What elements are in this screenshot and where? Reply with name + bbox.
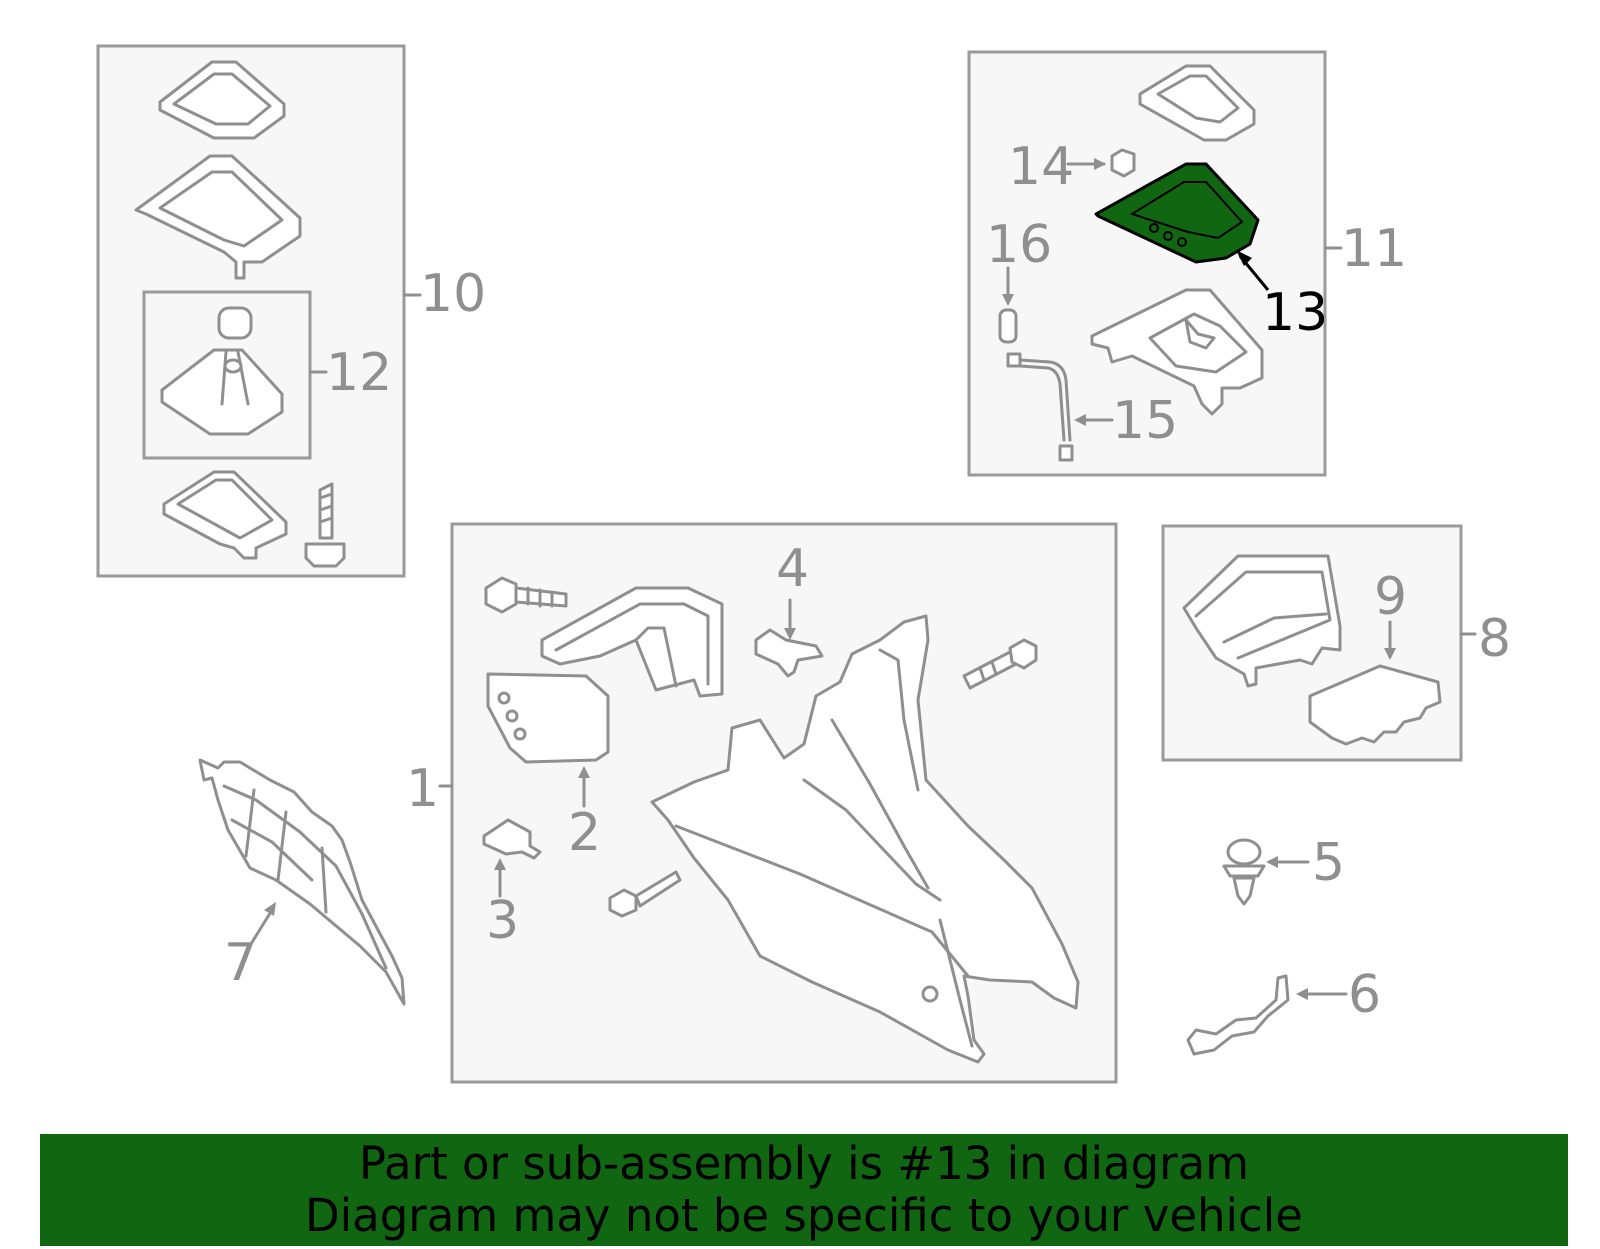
bolt-part[interactable] [304, 482, 346, 568]
screw-part-a[interactable] [484, 576, 568, 614]
callout-1[interactable]: 1 [406, 759, 439, 819]
callout-11[interactable]: 11 [1341, 219, 1407, 279]
callout-13[interactable]: 13 [1262, 283, 1328, 343]
clip-4-part[interactable] [754, 628, 824, 678]
callout-10[interactable]: 10 [420, 264, 486, 324]
push-pin-5-part[interactable] [1222, 838, 1266, 906]
storage-tray-part[interactable] [1182, 554, 1342, 688]
clip-3-part[interactable] [482, 818, 542, 860]
highlighted-part-13[interactable] [1094, 162, 1260, 264]
callout-3[interactable]: 3 [486, 891, 519, 951]
screw-part-b[interactable] [962, 638, 1038, 690]
banner-line-1: Part or sub-assembly is #13 in diagram [358, 1137, 1250, 1190]
upper-trim-ring-part[interactable] [1138, 64, 1256, 142]
side-panel-7-part[interactable] [198, 758, 406, 1006]
bracket-6-part[interactable] [1186, 974, 1290, 1056]
shift-boot-part[interactable] [160, 306, 284, 436]
clip-14-part[interactable] [1110, 148, 1136, 178]
banner-background [40, 1134, 1568, 1246]
screw-part-c[interactable] [608, 870, 682, 918]
callout-14[interactable]: 14 [1008, 137, 1074, 197]
callout-5[interactable]: 5 [1312, 833, 1345, 893]
mat-9-part[interactable] [1308, 664, 1442, 746]
callout-12[interactable]: 12 [326, 343, 392, 403]
center-console-part[interactable] [650, 614, 1080, 1064]
shifter-housing-part[interactable] [1090, 288, 1264, 416]
bulb-16-part[interactable] [998, 308, 1018, 344]
callout-4[interactable]: 4 [776, 539, 809, 599]
group-box-11 [967, 50, 1327, 477]
banner-line-2: Diagram may not be specific to your vehi… [305, 1189, 1303, 1242]
callout-16[interactable]: 16 [986, 215, 1052, 275]
callout-2[interactable]: 2 [568, 803, 601, 863]
lower-bezel-part[interactable] [162, 470, 288, 560]
callout-9[interactable]: 9 [1374, 567, 1407, 627]
bracket-plate-2-part[interactable] [486, 672, 610, 764]
callout-8[interactable]: 8 [1478, 609, 1511, 669]
shift-bezel-frame-part[interactable] [134, 154, 302, 280]
callout-6[interactable]: 6 [1348, 965, 1381, 1025]
callout-7[interactable]: 7 [224, 933, 257, 993]
info-banner: Part or sub-assembly is #13 in diagram D… [40, 1134, 1568, 1246]
callout-15[interactable]: 15 [1112, 391, 1178, 451]
console-bracket-part[interactable] [540, 586, 724, 698]
shift-trim-bezel-part[interactable] [158, 60, 286, 140]
wire-harness-15-part[interactable] [1006, 352, 1074, 462]
